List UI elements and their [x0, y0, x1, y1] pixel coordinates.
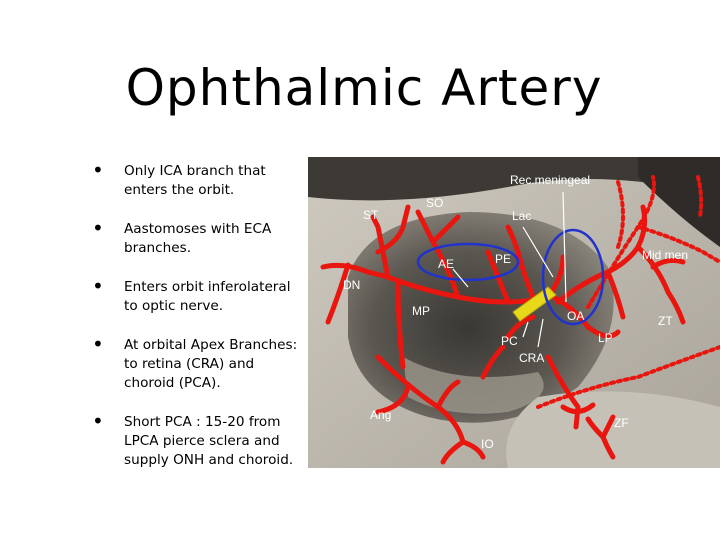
- orbit-illustration: Rec.meningeal SO ST Lac AE PE Mid men DN…: [308, 157, 720, 468]
- label-lp: LP: [598, 331, 613, 345]
- label-pe: PE: [495, 252, 511, 266]
- orbit-anatomy-figure: Rec.meningeal SO ST Lac AE PE Mid men DN…: [308, 157, 720, 468]
- bullet-dot-icon: •: [92, 332, 104, 356]
- label-dn: DN: [343, 278, 360, 292]
- label-ang: Ang: [370, 408, 391, 422]
- bullet-text: Short PCA : 15-20 from LPCA pierce scler…: [124, 414, 294, 468]
- label-oa: OA: [567, 309, 584, 323]
- bullet-item: • Aastomoses with ECA branches.: [90, 216, 305, 258]
- bullet-dot-icon: •: [92, 216, 104, 240]
- artery-branches: [320, 204, 686, 465]
- bullet-item: • Only ICA branch that enters the orbit.: [90, 158, 305, 200]
- cheek-bone: [506, 391, 720, 468]
- label-mp: MP: [412, 304, 430, 318]
- label-rec-meningeal: Rec.meningeal: [510, 173, 590, 187]
- bullet-item: • Short PCA : 15-20 from LPCA pierce scle…: [90, 409, 305, 470]
- orbit-floor: [403, 357, 544, 414]
- label-so: SO: [426, 196, 443, 210]
- slide-title: Ophthalmic Artery: [125, 59, 603, 117]
- middle-meningeal-dotted: [536, 175, 720, 409]
- bullet-text: Aastomoses with ECA branches.: [124, 221, 272, 256]
- label-pc: PC: [501, 334, 518, 348]
- label-mid-men: Mid men: [642, 248, 688, 262]
- apex-circle: [541, 228, 605, 326]
- bullet-item: • At orbital Apex Branches: to retina (CR…: [90, 332, 305, 393]
- bullet-dot-icon: •: [92, 409, 104, 433]
- label-cra: CRA: [519, 351, 544, 365]
- ethmoid-circle: [416, 242, 520, 282]
- label-st: ST: [363, 208, 379, 222]
- bullet-text: Enters orbit inferolateral to optic nerv…: [124, 279, 291, 314]
- label-io: IO: [481, 437, 494, 451]
- label-zt: ZT: [658, 314, 673, 328]
- label-lac: Lac: [512, 209, 531, 223]
- bullet-item: • Enters orbit inferolateral to optic ner…: [90, 274, 305, 316]
- bullet-text: Only ICA branch that enters the orbit.: [124, 163, 266, 198]
- bullet-dot-icon: •: [92, 158, 104, 182]
- pointer-lines: [452, 191, 567, 348]
- label-ae: AE: [438, 257, 454, 271]
- label-zf: ZF: [614, 416, 629, 430]
- dark-upper-region: [308, 157, 720, 201]
- bullet-dot-icon: •: [92, 274, 104, 298]
- bullet-list: •Only ICA branch that enters the orbit. …: [90, 158, 305, 490]
- bullet-text: At orbital Apex Branches: to retina (CRA…: [124, 337, 298, 391]
